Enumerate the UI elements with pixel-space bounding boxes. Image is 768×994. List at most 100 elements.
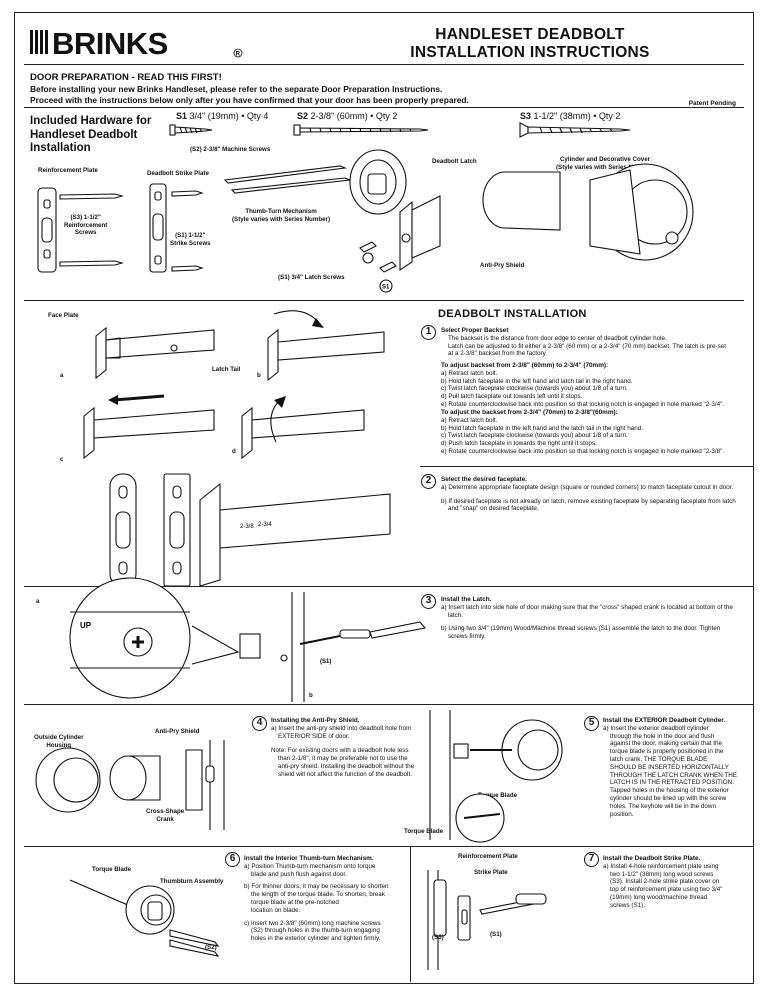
s3-label: S3 1-1/2" (38mm) • Qty 2 (520, 111, 621, 121)
step4-anti-pry-illustration (35, 740, 225, 830)
latch-screws-label: (S1) 3/4" Latch Screws (278, 274, 345, 281)
step6-text: Install the Interior Thumb-turn Mechanis… (244, 855, 389, 943)
cylinder-cover-label: Cylinder and Decorative Cover(Style vari… (556, 156, 655, 171)
s1-label: S1 3/4" (19mm) • Qty 4 (176, 111, 269, 121)
door-prep-line-2: Proceed with the instructions below only… (30, 95, 469, 105)
step3-latch-install-illustration: UP (S1) (69, 577, 427, 702)
latch-tail-label: Latch Tail (212, 366, 241, 373)
latch-screw-icon (379, 261, 397, 273)
latch-screw-icon (362, 252, 374, 264)
step2-number: 2 (421, 474, 436, 489)
magnified-crank-circle (455, 793, 505, 843)
hardware-screws-illustration (169, 122, 631, 138)
step5-number: 5 (584, 716, 599, 731)
torque-blade-label: Torque Blade (478, 792, 518, 799)
s2-machine-screw-icon (169, 939, 220, 957)
step6-torque-blade-label: Torque Blade (92, 866, 132, 873)
latch-drawing-c (83, 394, 215, 460)
brand-wordmark: BRINKS (52, 26, 168, 61)
s1-screw-icon (169, 124, 213, 136)
step2-rule (420, 466, 754, 467)
screwdriver-icon (339, 629, 371, 639)
backset-234-label: 2-3/4 (258, 522, 272, 528)
latch-drawing-d (241, 396, 365, 460)
step6-7-divider (410, 846, 411, 982)
step1-number: 1 (421, 325, 436, 340)
step2-latch-drawing (219, 493, 391, 549)
reinforcement-plate-drawing (433, 879, 447, 937)
step1-label-b: b (257, 372, 261, 379)
face-plate-label: Face Plate (48, 312, 79, 319)
anti-pry-shield-label: Anti-Pry Shield (480, 262, 525, 269)
patent-text: Patent Pending (688, 100, 736, 107)
step7-s3-label: (S3) (432, 934, 444, 941)
step7-s1-label: (S1) (490, 931, 502, 938)
step4-number: 4 (252, 716, 267, 731)
thumbturn-assembly-label: Thumbturn Assembly (160, 878, 224, 885)
step4-anti-pry-label: Anti-Pry Shield (155, 728, 200, 735)
deadbolt-latch-label: Deadbolt Latch (432, 158, 477, 165)
torque-blade-label-2: Torque Blade (404, 828, 444, 835)
latch-screw-icon (359, 241, 377, 253)
prep-rule (24, 107, 744, 108)
reinforcement-screw-icon (59, 260, 125, 267)
door-prep-heading: DOOR PREPARATION - READ THIS FIRST! (30, 72, 222, 83)
s1-badge (379, 279, 393, 293)
strike-screw-icon (171, 190, 204, 197)
strike-screw-icon (171, 265, 204, 272)
s3-screw-icon (519, 122, 631, 138)
deadbolt-latch-drawing (399, 195, 441, 272)
s1-badge-text: S1 (382, 285, 390, 291)
latch-drawing-a (95, 326, 215, 380)
step2-text: Select the desired faceplate. a) Determi… (441, 476, 736, 513)
step1-adjust-2: To adjust the backset from 2-3/4" (70mm)… (441, 409, 725, 455)
step3-label-b: b (309, 692, 313, 699)
page-frame (14, 12, 754, 984)
step4-rule (24, 704, 754, 705)
svg-text:R: R (236, 51, 241, 57)
s2-screw-icon (293, 124, 429, 136)
machine-screws-label: (S2) 2-3/8" Machine Screws (190, 146, 271, 153)
s2-label: S2 2-3/8" (60mm) • Qty 2 (297, 111, 398, 121)
reinforcement-screw-icon (59, 193, 125, 200)
deadbolt-installation-heading: DEADBOLT INSTALLATION (438, 308, 587, 320)
strike-plate-label: Deadbolt Strike Plate (147, 170, 209, 177)
reinforcement-plate-label: Reinforcement Plate (38, 167, 98, 174)
step3-number: 3 (421, 594, 436, 609)
machine-screw-icon (223, 165, 348, 184)
step6-rule (24, 846, 754, 847)
thumb-turn-mechanism-drawing (349, 149, 407, 215)
anti-pry-shield-drawing (109, 755, 147, 801)
cylinder-cover-drawing (482, 163, 694, 261)
reinforcement-plate-drawing (37, 187, 57, 273)
step4-text: Installing the Anti-Pry Shield. a) Inser… (271, 717, 415, 778)
step7-strike-illustration (427, 870, 547, 970)
exploded-rule (24, 300, 744, 301)
step1-text: Select Proper Backset The backset is the… (441, 327, 727, 358)
step6-thumbturn-illustration (69, 879, 220, 957)
step3-label-a: a (36, 598, 40, 605)
step6-s2-label: (S2) (205, 944, 217, 951)
page-title: HANDLESET DEADBOLT INSTALLATION INSTRUCT… (410, 26, 650, 61)
step1-label-a: a (60, 372, 64, 379)
step3-s1-label: (S1) (320, 659, 331, 665)
strike-plate-drawing (149, 183, 167, 273)
thumb-turn-label: Thumb-Turn Mechanism(Style varies with S… (232, 208, 331, 223)
backset-238-label: 2-3/8 (240, 524, 254, 530)
step3-rule (24, 586, 754, 587)
step6-number: 6 (225, 852, 240, 867)
step7-text: Install the Deadbolt Strike Plate. a) In… (603, 855, 723, 909)
header-rule (24, 64, 744, 65)
latch-drawing-b (267, 310, 385, 382)
step1-adjust-1: To adjust backset from 2-3/8" (60mm) to … (441, 362, 725, 408)
exploded-view-illustration: S1 (37, 149, 694, 293)
step2-faceplate-illustration: 2-3/8 2-3/4 (109, 473, 391, 587)
step1-label-d: d (232, 448, 236, 455)
door-prep-line-1: Before installing your new Brinks Handle… (30, 84, 443, 94)
step7-reinforcement-label: Reinforcement Plate (458, 853, 518, 860)
hardware-title: Included Hardware for Handleset Deadbolt… (30, 115, 152, 154)
step1-label-c: c (60, 456, 64, 463)
